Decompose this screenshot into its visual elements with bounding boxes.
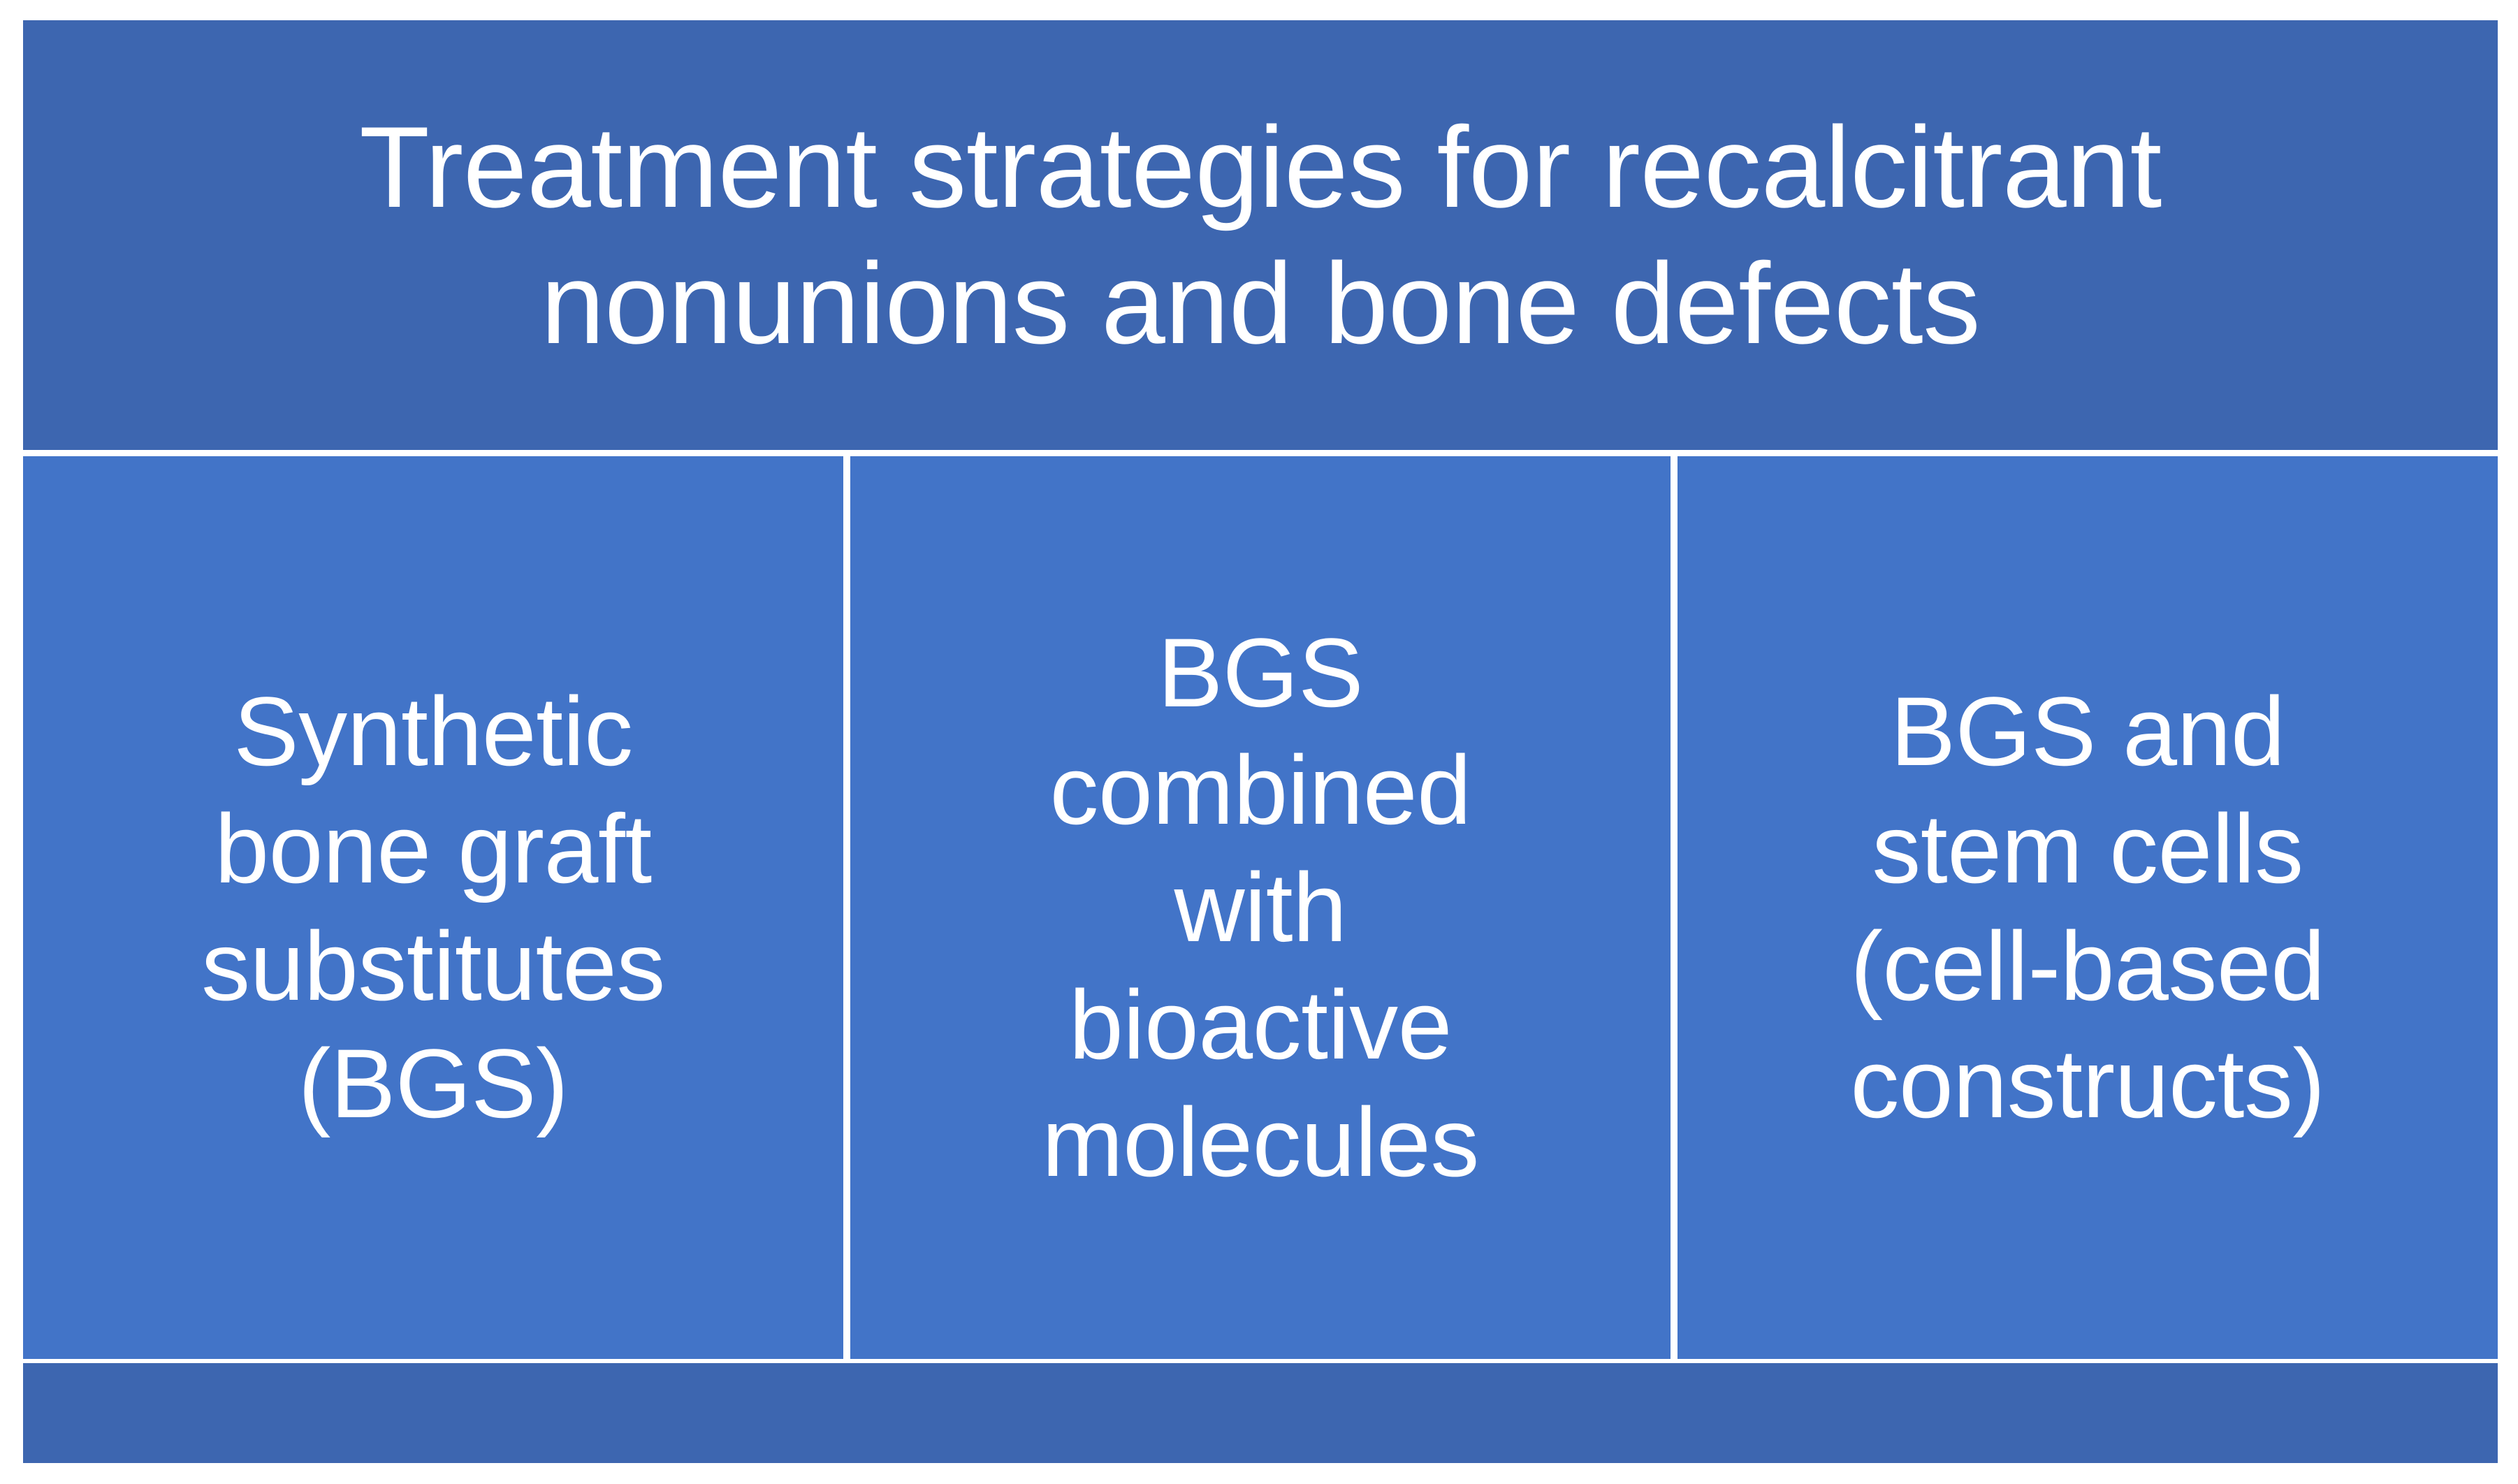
page-title: Treatment strategies for recalcitrant no…	[359, 102, 2162, 368]
strategy-column-synthetic-bgs[interactable]: Synthetic bone graft substitutes (BGS)	[23, 456, 843, 1359]
strategy-columns: Synthetic bone graft substitutes (BGS) B…	[23, 456, 2498, 1359]
strategy-column-label: BGS and stem cells (cell-based construct…	[1850, 676, 2325, 1138]
strategy-column-label: BGS combined with bioactive molecules	[1042, 618, 1479, 1197]
header-banner: Treatment strategies for recalcitrant no…	[23, 20, 2498, 450]
strategy-column-bgs-bioactive[interactable]: BGS combined with bioactive molecules	[850, 456, 1671, 1359]
strategy-column-label: Synthetic bone graft substitutes (BGS)	[201, 676, 665, 1138]
footer-banner	[23, 1363, 2498, 1463]
strategy-column-bgs-stem-cells[interactable]: BGS and stem cells (cell-based construct…	[1678, 456, 2498, 1359]
